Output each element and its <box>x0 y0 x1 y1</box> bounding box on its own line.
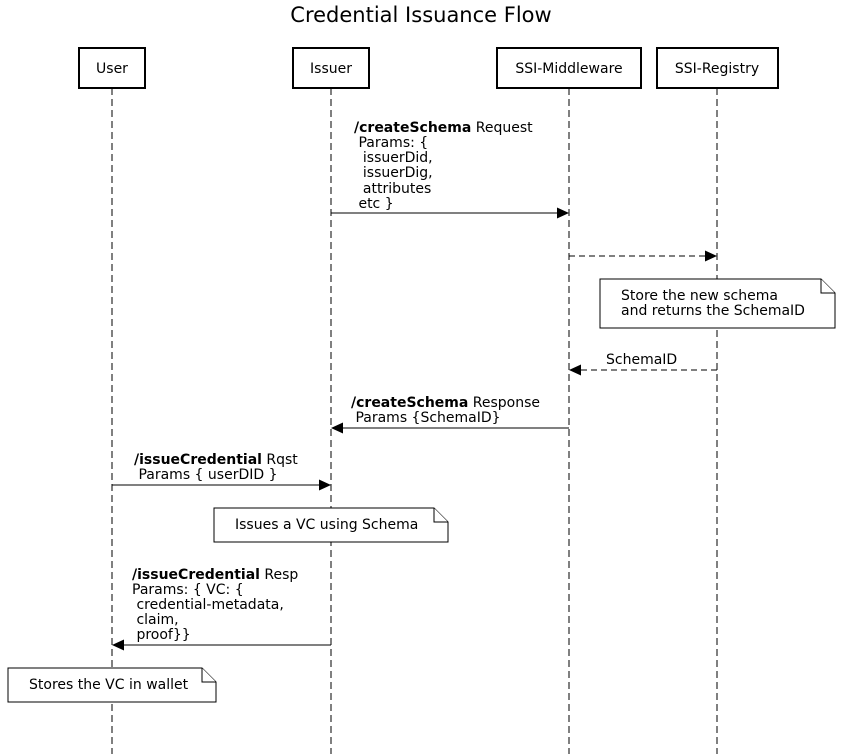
create-schema-request-line: attributes <box>354 181 431 197</box>
issue-credential-request-title: /issueCredential Rqst <box>134 452 298 468</box>
store-schema-note: Store the new schema and returns the Sch… <box>599 278 836 329</box>
create-schema-request-message: /createSchema Request Params: { issuerDi… <box>331 120 569 219</box>
schema-id-return-label: SchemaID <box>606 352 677 368</box>
actor-user: User <box>78 47 146 89</box>
issue-credential-request-line: Params { userDID } <box>134 467 278 483</box>
arrowhead-icon <box>557 207 569 219</box>
create-schema-response-line: Params {SchemaID} <box>351 410 501 426</box>
arrowhead-icon <box>569 364 581 376</box>
issue-credential-response-message: /issueCredential Resp Params: { VC: { cr… <box>112 567 331 651</box>
actor-middleware-label: SSI-Middleware <box>515 61 622 77</box>
actor-registry: SSI-Registry <box>656 47 779 89</box>
actor-issuer-label: Issuer <box>310 61 352 77</box>
actor-user-label: User <box>96 61 128 77</box>
arrowhead-icon <box>705 250 717 262</box>
create-schema-request-line: Params: { <box>354 135 428 151</box>
issue-vc-note-line: Issues a VC using Schema <box>235 517 418 533</box>
store-schema-call-message <box>569 250 717 262</box>
schema-id-return-message: SchemaID <box>569 352 717 376</box>
actor-middleware: SSI-Middleware <box>496 47 642 89</box>
issue-credential-response-line: claim, <box>132 612 179 628</box>
arrowhead-icon <box>319 479 331 491</box>
store-schema-note-line: Store the new schema <box>621 288 778 304</box>
issue-credential-response-line: proof}} <box>132 627 191 643</box>
issue-credential-response-title: /issueCredential Resp <box>132 567 298 583</box>
issue-credential-response-line: Params: { VC: { <box>132 582 244 598</box>
create-schema-request-line: issuerDig, <box>354 165 433 181</box>
store-vc-note-line: Stores the VC in wallet <box>29 677 189 693</box>
issue-vc-note: Issues a VC using Schema <box>213 507 449 543</box>
store-vc-note: Stores the VC in wallet <box>7 667 217 703</box>
create-schema-response-message: /createSchema Response Params {SchemaID} <box>331 395 569 434</box>
create-schema-response-title: /createSchema Response <box>351 395 540 411</box>
actor-issuer: Issuer <box>292 47 370 89</box>
actor-registry-label: SSI-Registry <box>675 61 759 77</box>
diagram-title: Credential Issuance Flow <box>290 3 551 27</box>
create-schema-request-title: /createSchema Request <box>354 120 533 136</box>
issue-credential-response-line: credential-metadata, <box>132 597 284 613</box>
create-schema-request-line: issuerDid, <box>354 150 433 166</box>
issue-credential-request-message: /issueCredential Rqst Params { userDID } <box>112 452 331 491</box>
create-schema-request-line: etc } <box>354 196 394 212</box>
arrowhead-icon <box>112 639 124 651</box>
arrowhead-icon <box>331 422 343 434</box>
store-schema-note-line: and returns the SchemaID <box>621 303 805 319</box>
